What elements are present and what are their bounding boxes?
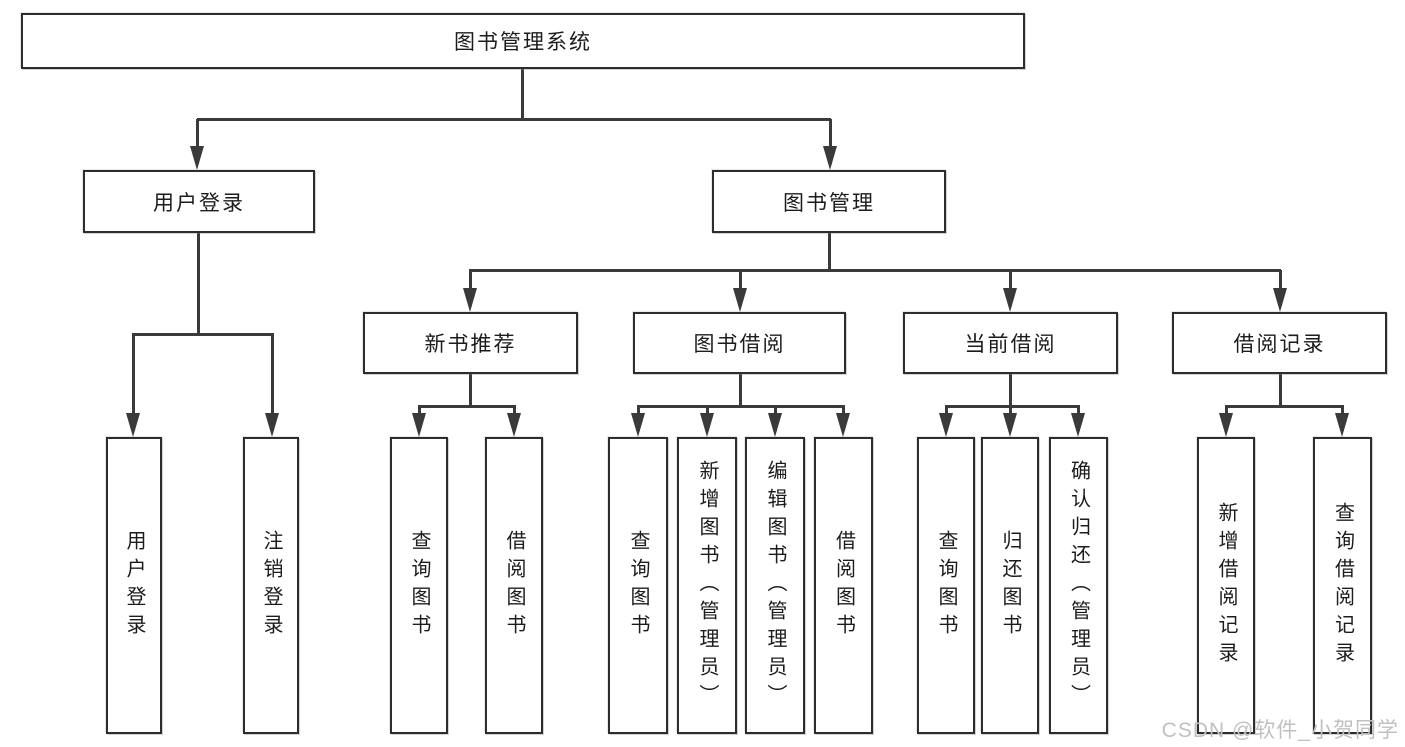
diagram-node-book-borrow: 图书借阅 (633, 312, 846, 374)
diagram-node-confirm-return: 确认归还（管理员） (1049, 437, 1108, 734)
connector-line (828, 119, 832, 164)
arrowhead-icon (463, 288, 477, 312)
connector-line (1278, 374, 1282, 408)
diagram-node-query-books-3: 查询图书 (917, 437, 975, 734)
diagram-node-user-login: 用户登录 (83, 170, 315, 233)
diagram-node-new-book-rec: 新书推荐 (363, 312, 578, 374)
connector-line (131, 334, 135, 431)
arrowhead-icon (1335, 413, 1349, 437)
arrowhead-icon (412, 413, 426, 437)
arrowhead-icon (631, 413, 645, 437)
diagram-node-login: 用户登录 (106, 437, 162, 734)
diagram-node-edit-books: 编辑图书（管理员） (745, 437, 805, 734)
diagram-node-current-borrow: 当前借阅 (903, 312, 1118, 374)
connector-line (195, 119, 199, 164)
diagram-node-book-mgmt: 图书管理 (712, 170, 946, 233)
arrowhead-icon (1003, 413, 1017, 437)
arrowhead-icon (190, 146, 204, 170)
connector-line (270, 334, 274, 431)
connector-line (469, 268, 1281, 272)
diagram-node-return-books: 归还图书 (981, 437, 1039, 734)
diagram-node-logout: 注销登录 (243, 437, 299, 734)
connector-line (520, 69, 524, 121)
connector-line (132, 332, 274, 336)
connector-line (637, 404, 845, 408)
arrowhead-icon (507, 413, 521, 437)
diagram-node-query-books-2: 查询图书 (608, 437, 668, 734)
connector-line (197, 117, 831, 121)
arrowhead-icon (823, 146, 837, 170)
diagram-node-add-books: 新增图书（管理员） (677, 437, 737, 734)
connector-line (738, 374, 742, 408)
connector-line (827, 233, 831, 272)
diagram-node-borrow-records: 借阅记录 (1172, 312, 1387, 374)
diagram-node-borrow-books-2: 借阅图书 (814, 437, 873, 734)
diagram-node-query-books-1: 查询图书 (390, 437, 448, 734)
diagram-node-add-borrow-record: 新增借阅记录 (1197, 437, 1255, 734)
arrowhead-icon (126, 413, 140, 437)
arrowhead-icon (1219, 413, 1233, 437)
arrowhead-icon (1273, 288, 1287, 312)
connector-line (1225, 404, 1344, 408)
connector-line (468, 374, 472, 408)
arrowhead-icon (1071, 413, 1085, 437)
connector-line (196, 233, 200, 336)
arrowhead-icon (265, 413, 279, 437)
diagram-node-borrow-books-1: 借阅图书 (485, 437, 543, 734)
arrowhead-icon (733, 288, 747, 312)
arrowhead-icon (1003, 288, 1017, 312)
arrowhead-icon (768, 413, 782, 437)
arrowhead-icon (700, 413, 714, 437)
arrowhead-icon (939, 413, 953, 437)
arrowhead-icon (836, 413, 850, 437)
connector-line (1008, 374, 1012, 408)
connector-line (418, 404, 516, 408)
diagram-node-query-borrow-record: 查询借阅记录 (1313, 437, 1372, 734)
diagram-node-system: 图书管理系统 (21, 13, 1025, 69)
connector-line (945, 404, 1080, 408)
